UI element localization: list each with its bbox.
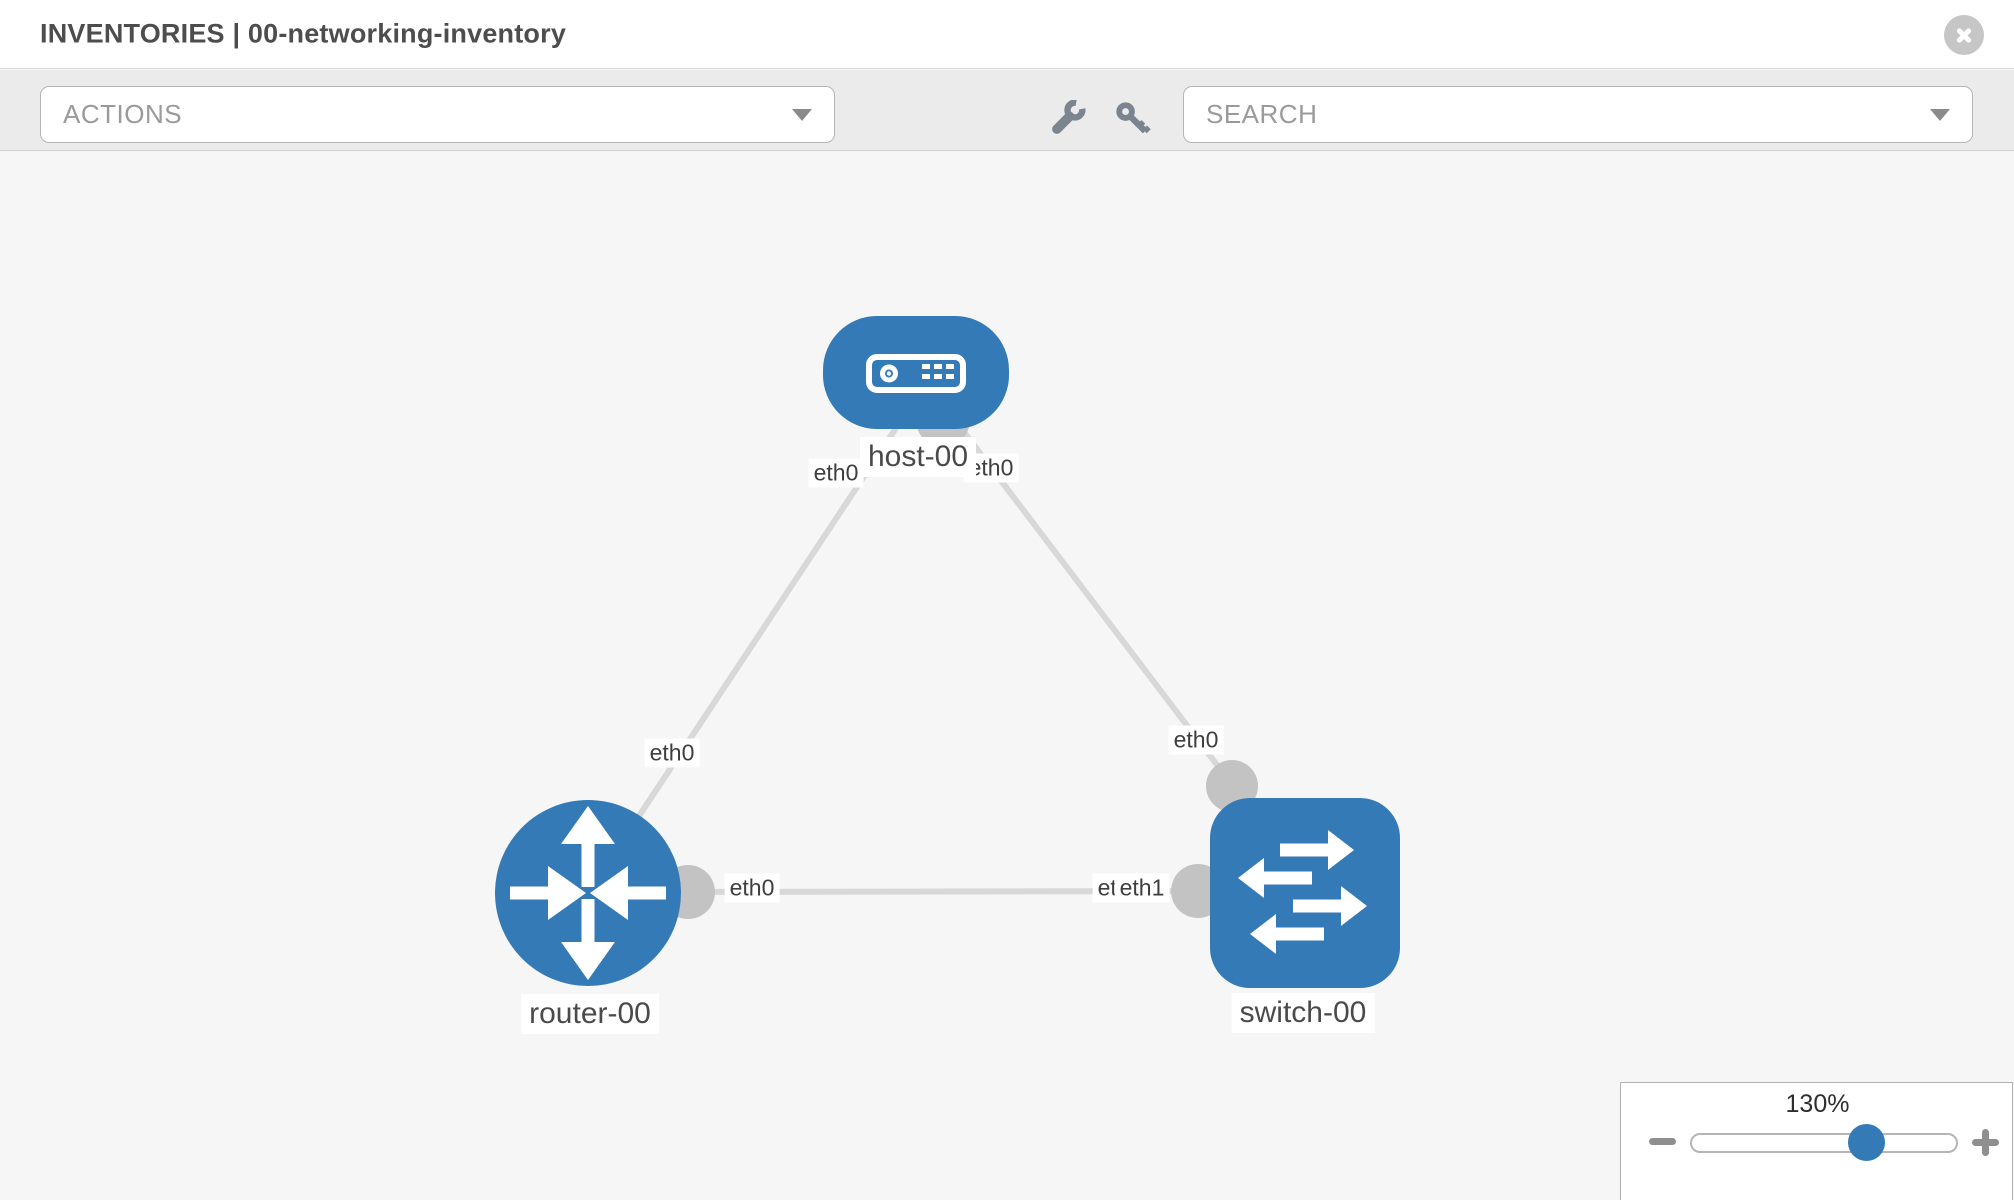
router-icon — [510, 806, 666, 980]
interface-label: eth0 — [724, 873, 780, 903]
header: INVENTORIES | 00-networking-inventory — [0, 0, 2014, 69]
node-host-00[interactable] — [823, 316, 1009, 429]
node-label-switch: switch-00 — [1231, 993, 1375, 1033]
search-dropdown[interactable]: SEARCH — [1183, 86, 1973, 143]
interface-label: eth0 — [808, 458, 864, 488]
close-button[interactable] — [1944, 15, 1984, 55]
topology-canvas[interactable]: eth0 eth0 eth0 eth0 eth0 eth0 eth1 host-… — [0, 152, 2014, 1200]
zoom-panel: 130% — [1620, 1082, 2013, 1200]
node-router-00[interactable] — [495, 800, 681, 986]
topology-graph — [495, 316, 1400, 988]
zoom-out-button[interactable] — [1649, 1138, 1676, 1145]
toolbar: ACTIONS SEARCH — [0, 70, 2014, 151]
page-title: INVENTORIES | 00-networking-inventory — [40, 18, 567, 49]
key-icon[interactable] — [1115, 101, 1151, 137]
edge-host-router[interactable] — [585, 405, 913, 895]
zoom-level: 130% — [1785, 1090, 1850, 1118]
interface-label: eth1 — [1114, 873, 1170, 903]
chevron-down-icon — [1930, 108, 1950, 121]
zoom-slider-thumb[interactable] — [1848, 1124, 1885, 1161]
plus-icon — [1982, 1129, 1989, 1156]
host-icon — [866, 354, 966, 393]
interface-label: eth0 — [1168, 725, 1224, 755]
search-dropdown-label: SEARCH — [1206, 99, 1318, 129]
switch-icon — [1238, 830, 1367, 954]
zoom-in-button[interactable] — [1972, 1129, 1999, 1156]
node-switch-00[interactable] — [1210, 798, 1400, 988]
wrench-icon[interactable] — [1050, 100, 1086, 136]
zoom-slider-track[interactable] — [1690, 1133, 1958, 1153]
node-label-host: host-00 — [859, 437, 977, 477]
chevron-down-icon — [792, 108, 812, 121]
actions-dropdown-label: ACTIONS — [63, 99, 183, 129]
interface-label: eth0 — [644, 738, 700, 768]
actions-dropdown[interactable]: ACTIONS — [40, 86, 835, 143]
node-label-router: router-00 — [521, 994, 659, 1034]
